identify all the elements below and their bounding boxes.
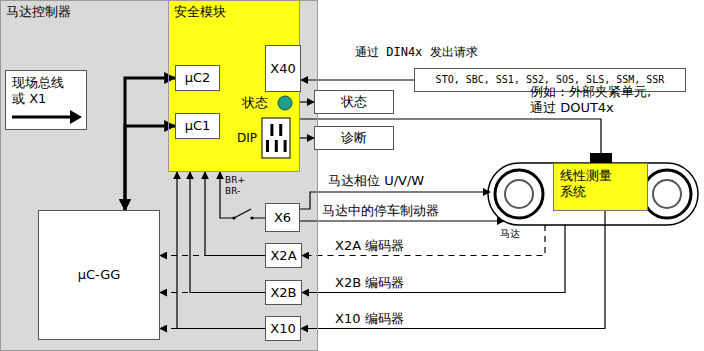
brake-switch-gap (233, 209, 253, 222)
node-text: 状态 (341, 94, 367, 110)
output-box: 状态 (314, 90, 394, 114)
connector-box: X40 (265, 45, 301, 92)
motor-shape: 马达线性测量 系统 (488, 163, 698, 225)
edge-label: X2B 编码器 (335, 275, 404, 291)
node-text: 安全模块 (169, 1, 231, 23)
dip-lever (284, 140, 287, 152)
processor-box: μC-GG (38, 210, 160, 340)
node-text: X2A (270, 248, 296, 264)
connector-box: X10 (265, 316, 301, 341)
motor-wheel-hub (505, 180, 533, 208)
processor-box: μC2 (175, 65, 220, 91)
dip-switch (262, 118, 290, 158)
switch-contact (250, 216, 253, 219)
connector (190, 172, 265, 293)
dip-lever (270, 124, 273, 136)
motor-wheel (495, 170, 543, 218)
connector-box: X6 (265, 203, 300, 232)
node-text: X2B (270, 285, 296, 301)
annotation-label: 通过 DIN4x 发出请求 (355, 45, 478, 59)
connector (300, 137, 314, 138)
node-text: X6 (274, 210, 291, 226)
node-text: 马达 (500, 228, 520, 240)
node-text: μC2 (185, 70, 211, 86)
dip-lever (266, 140, 269, 152)
connector (205, 172, 265, 256)
clamp-unit (590, 153, 612, 163)
measuring-system-box: 线性测量 系统 (553, 163, 648, 211)
dip-switch-levers (266, 124, 287, 152)
connector (177, 172, 265, 329)
connector (300, 101, 314, 102)
connector (302, 225, 565, 293)
processor-box: μC1 (175, 113, 220, 139)
edge-label: 马达中的停车制动器 (322, 203, 439, 219)
status-led (278, 96, 292, 110)
connector (300, 220, 504, 221)
brake-switch-blade (234, 209, 251, 218)
edge-label: X10 编码器 (335, 311, 404, 327)
connector (302, 225, 545, 256)
node-text: 线性测量 系统 (554, 164, 626, 205)
controller-ground (0, 0, 318, 351)
node-text: μC1 (185, 118, 211, 134)
node-text: 现场总线 或 X1 (6, 71, 78, 112)
fieldbus-arrow-head (70, 110, 82, 124)
node-text: 诊断 (341, 130, 367, 146)
fieldbus-arrow-shaft (12, 116, 70, 119)
edge-label: 马达相位 U/V/W (328, 173, 424, 189)
node-text: X10 (270, 321, 295, 337)
annotation-label: 例如：外部夹紧单元, 通过 DOUT4x (530, 84, 660, 115)
edge-label: X2A 编码器 (335, 238, 404, 254)
annotation-label: DIP (237, 131, 257, 145)
controller-housing: 马达控制器现场总线 或 X1 安全模块 μC2 μC1 X40 μC-GG X6X2A X2B… (0, 0, 318, 351)
connector (301, 211, 605, 329)
connector-box: X2A (265, 243, 302, 268)
connector (300, 119, 601, 153)
annotation-label: BR- (225, 186, 240, 197)
node-text: X40 (270, 61, 295, 77)
safety-module-ground (168, 0, 300, 172)
switch-contact (232, 216, 235, 219)
annotation-label: 状态 (242, 95, 268, 111)
connector-box: X2B (265, 280, 302, 305)
motor-belt (488, 163, 698, 225)
motor-wheel-hub (653, 180, 681, 208)
dip-lever (275, 140, 278, 152)
output-box: 诊断 (314, 126, 394, 150)
dip-lever (279, 124, 282, 136)
motor-wheel (643, 170, 691, 218)
node-text: 马达控制器 (1, 1, 76, 23)
node-text: μC-GG (78, 267, 121, 283)
annotation-label: BR+ (225, 175, 245, 186)
